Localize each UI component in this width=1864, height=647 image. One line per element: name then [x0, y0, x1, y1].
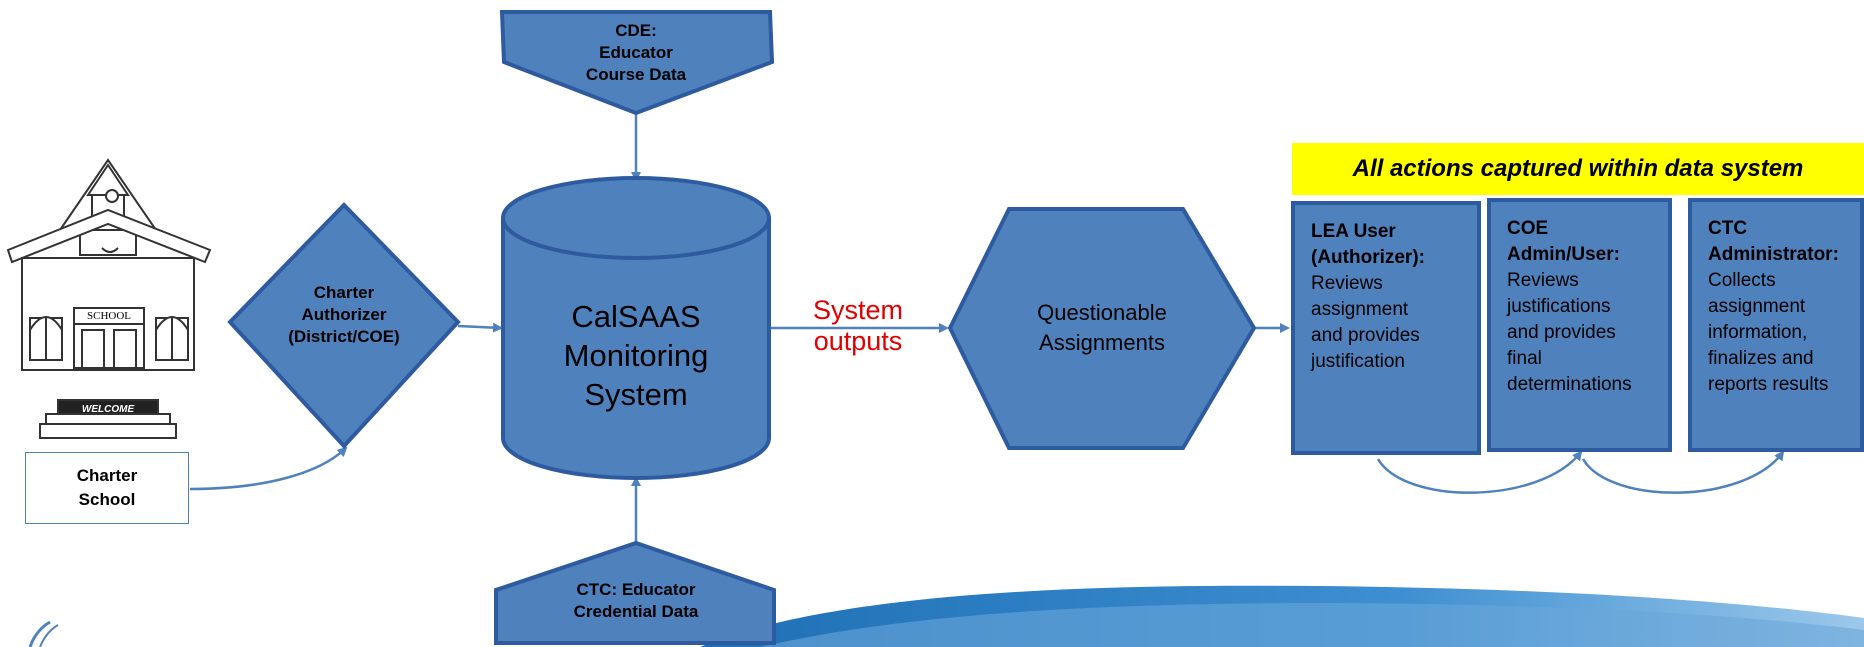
monitoring-cylinder	[501, 176, 771, 480]
system-outputs-label: System outputs	[812, 295, 904, 356]
questionable-label: Questionable Assignments	[1037, 300, 1167, 355]
school-sign: SCHOOL	[86, 310, 131, 322]
edge-coe-to-ctc	[1581, 450, 1785, 494]
actions-banner-text: All actions captured within data system	[1352, 155, 1804, 182]
coe-admin-box: COE Admin/User: Reviews justifications a…	[1487, 198, 1672, 452]
lea-user-body: Reviews assignment and provides justific…	[1311, 273, 1420, 372]
ctc-credential-pentagon	[494, 540, 776, 645]
cde-label: CDE: Educator Course Data	[585, 21, 687, 84]
monitoring-label: CalSAAS Monitoring System	[563, 299, 709, 412]
footer-swoosh-highlight	[760, 603, 1864, 647]
ctc-admin-title: CTC Administrator:	[1708, 218, 1839, 265]
coe-admin-title: COE Admin/User:	[1507, 218, 1620, 265]
actions-banner: All actions captured within data system	[1292, 143, 1864, 195]
welcome-sign: WELCOME	[81, 404, 135, 415]
lea-user-title: LEA User (Authorizer):	[1311, 221, 1425, 268]
ctc-credential-label: CTC: Educator Credential Data	[573, 580, 699, 621]
charter-school-label: Charter School	[76, 466, 138, 509]
authorizer-diamond	[227, 202, 461, 449]
coe-admin-body: Reviews justifications and provides fina…	[1507, 270, 1632, 395]
footer-logo-mark-2	[39, 624, 59, 647]
lea-user-box: LEA User (Authorizer): Reviews assignmen…	[1291, 201, 1481, 455]
edge-charter-to-authorizer	[189, 446, 348, 491]
school-house-icon	[6, 158, 212, 439]
edge-lea-to-coe	[1376, 450, 1583, 494]
charter-school-box: Charter School	[25, 452, 189, 524]
authorizer-label: Charter Authorizer (District/COE)	[288, 283, 400, 346]
footer-logo-mark	[28, 620, 51, 647]
ctc-admin-box: CTC Administrator: Collects assignment i…	[1688, 198, 1864, 452]
ctc-admin-body: Collects assignment information, finaliz…	[1708, 270, 1829, 395]
cde-pentagon	[499, 10, 775, 116]
edge-authorizer-to-monitoring	[457, 322, 503, 333]
questionable-hexagon	[947, 207, 1257, 450]
